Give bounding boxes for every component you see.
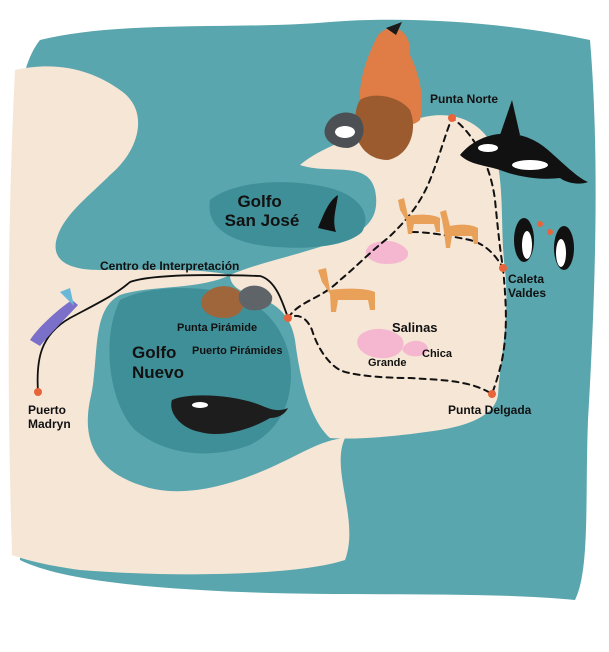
salina-chica-label: Chica xyxy=(422,348,453,360)
salina-chica-shape xyxy=(402,340,428,357)
route-inner xyxy=(411,231,504,269)
sea-lion-pair-icon xyxy=(201,112,364,318)
caleta-valdes-label: Caleta Valdes xyxy=(508,272,547,300)
road-madryn-centro xyxy=(36,274,289,393)
whale-tail-icon xyxy=(318,195,338,232)
salina-grande-shape xyxy=(357,328,404,359)
punta-norte-marker xyxy=(448,114,456,122)
seaplane-icon xyxy=(30,288,78,346)
puerto-madryn-marker xyxy=(34,388,42,396)
golfo-san-jose-water xyxy=(209,182,366,248)
orca-icon xyxy=(460,100,588,184)
puerto-madryn-label: Puerto Madryn xyxy=(28,403,71,431)
punta-piramide-label: Punta Pirámide xyxy=(177,322,257,334)
punta-delgada-label: Punta Delgada xyxy=(448,403,532,417)
sea-lion-icon xyxy=(355,22,422,160)
right-whale-icon xyxy=(171,395,288,435)
puerto-piramides-label: Puerto Pirámides xyxy=(192,345,282,357)
punta-delgada-marker xyxy=(488,390,496,398)
caleta-valdes-marker xyxy=(499,264,507,272)
salinas-label: Salinas xyxy=(392,320,438,335)
salina-grande-label: Grande xyxy=(368,357,407,369)
penguin-icon xyxy=(514,218,574,270)
punta-norte-label: Punta Norte xyxy=(430,92,498,106)
punta-piramide-marker xyxy=(284,314,292,322)
mainland xyxy=(8,66,350,575)
golfo-nuevo-label: Golfo Nuevo xyxy=(132,343,184,382)
peninsula xyxy=(230,115,507,439)
golfo-san-jose-label: Golfo San José xyxy=(225,192,300,230)
guanaco-icon xyxy=(318,198,478,312)
centro-interpretacion-label: Centro de Interpretación xyxy=(100,259,239,273)
